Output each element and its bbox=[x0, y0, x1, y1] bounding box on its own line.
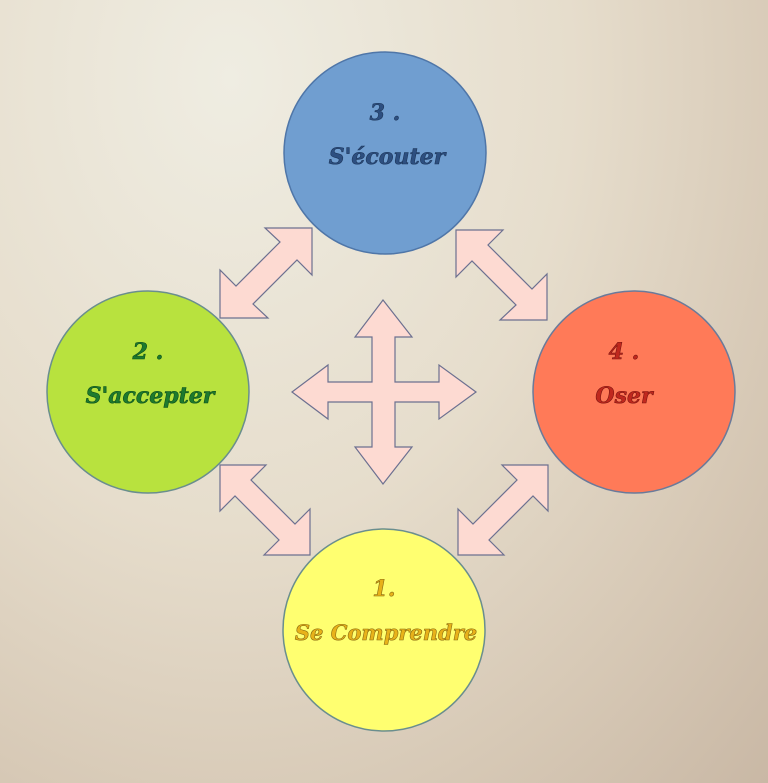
node-s-accepter: 2 . S'accepter bbox=[46, 290, 250, 494]
node-label: S'accepter bbox=[86, 383, 216, 409]
node-number: 3 . bbox=[370, 100, 401, 126]
node-label: Se Comprendre bbox=[295, 620, 477, 645]
node-label: Oser bbox=[595, 383, 654, 409]
node-oser: 4 . Oser bbox=[532, 290, 736, 494]
node-s-ecouter: 3 . S'écouter bbox=[283, 51, 487, 255]
node-number: 2 . bbox=[132, 339, 164, 365]
node-se-comprendre: 1. Se Comprendre bbox=[282, 528, 486, 732]
double-arrow-bottom-right bbox=[457, 464, 549, 556]
double-arrow-left-top bbox=[219, 227, 313, 319]
four-way-arrow-icon bbox=[291, 299, 478, 485]
node-number: 4 . bbox=[609, 339, 640, 365]
double-arrow-top-right bbox=[455, 229, 548, 321]
node-number: 1. bbox=[373, 576, 396, 602]
node-label: S'écouter bbox=[329, 144, 447, 170]
double-arrow-left-bottom bbox=[219, 464, 311, 556]
